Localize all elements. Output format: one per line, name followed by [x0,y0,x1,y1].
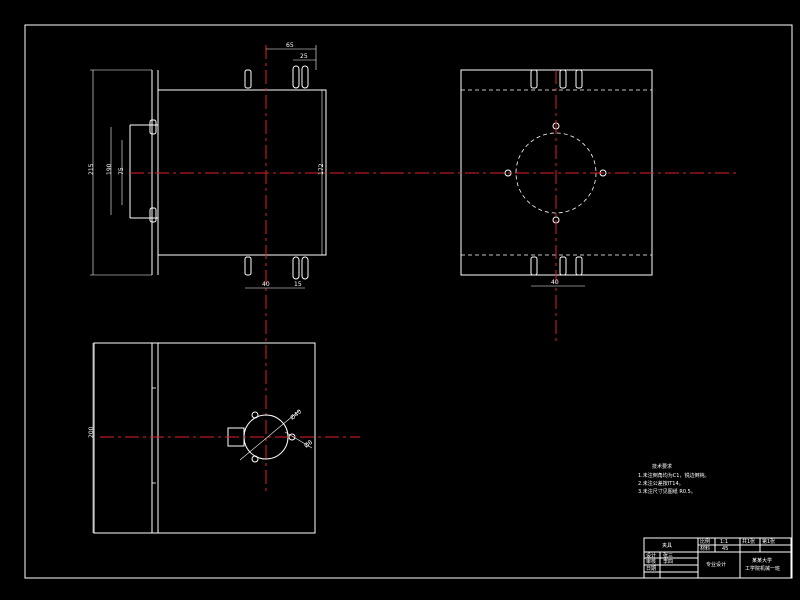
dim-front-top-slot: 25 [300,53,308,60]
dim-front-right-height: 172 [318,163,325,175]
notes-line-1: 1.未注倒角均为C1，锐边倒钝。 [638,472,709,479]
tb-date: 日期 [646,566,656,572]
tb-checker: 审核 [646,558,656,565]
tb-sheet-value: 第1张 [762,538,775,545]
tb-designer: 设计 [646,552,656,559]
dim-side-bottom: 40 [551,279,559,286]
dim-front-bottom-left: 40 [262,281,270,288]
dim-front-bottom-right: 15 [294,281,302,288]
tb-sheet-label: 共1张 [742,538,755,545]
tb-part-name: 夹具 [662,542,672,549]
side-view [390,69,740,345]
dim-top-dia: Ø40 [289,408,303,421]
notes-title: 技术要求 [652,463,672,470]
tb-department: 工学院机械一班 [745,565,780,572]
tb-scale-value: 1:1 [720,539,728,545]
notes-line-3: 3.未注尺寸见图纸 R0.5。 [638,488,696,495]
notes-line-2: 2.未注公差按IT14。 [638,480,684,487]
title-block [643,537,792,579]
front-view [90,45,390,495]
dim-top-small: Ø8 [303,439,314,450]
top-view [92,342,360,534]
top-body [93,342,316,534]
dim-front-top-width: 65 [286,42,294,49]
tb-scale-label: 比例 [700,538,710,545]
dim-front-left-height: 215 [88,163,95,175]
dim-front-left-inner: 190 [106,163,113,175]
technical-notes: 技术要求 1.未注倒角均为C1，锐边倒钝。 2.未注公差按IT14。 3.未注尺… [638,463,709,495]
sheet-border [24,24,793,579]
tb-school: 某某大学 [752,557,772,564]
tb-material-value: 45 [722,546,728,552]
dim-top-left-height: 200 [88,426,95,438]
dim-front-left-slot: 75 [118,167,125,175]
tb-subject: 专业设计 [706,561,726,568]
tb-designer-name: 张三 [663,552,673,559]
tb-material-label: 材料 [700,545,710,552]
tb-checker-name: 李四 [663,558,673,565]
